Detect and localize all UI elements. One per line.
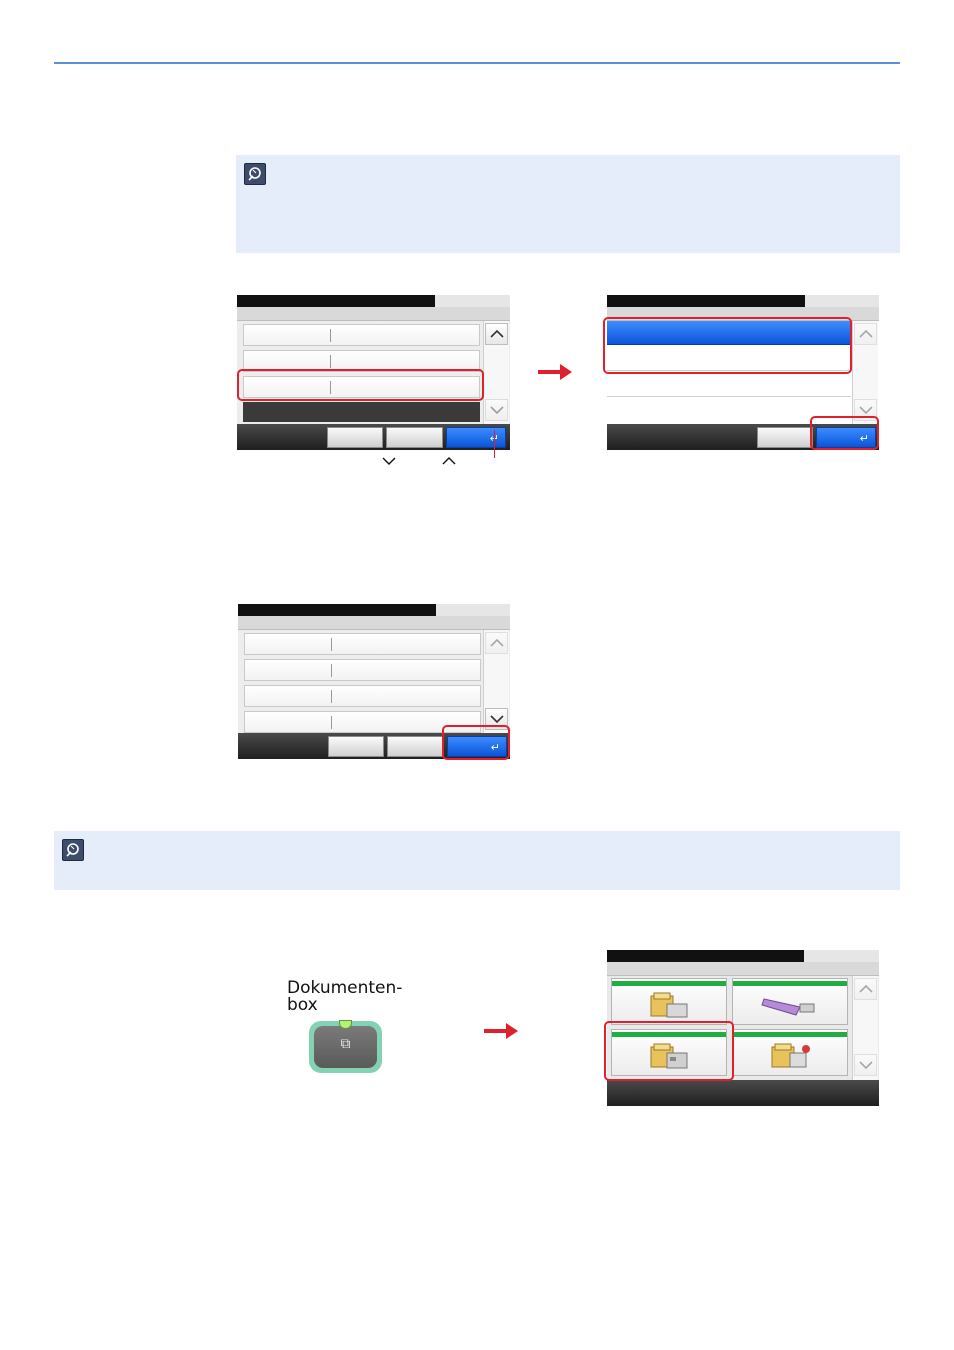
scrollbar[interactable] <box>852 976 878 1080</box>
footer-button[interactable] <box>328 736 384 757</box>
panel-title-bar <box>607 950 804 962</box>
document-box-key[interactable]: ⧉ <box>309 1020 382 1073</box>
highlight-fax-box-tile <box>604 1021 734 1081</box>
touch-panel-a: ↵ <box>237 295 510 450</box>
footer-button[interactable] <box>387 736 443 757</box>
chevron-down-icon[interactable] <box>854 1054 877 1076</box>
list-row[interactable] <box>243 350 480 372</box>
panel-list <box>237 321 510 424</box>
indicator-up-icon <box>441 453 457 471</box>
footer-button[interactable] <box>757 427 813 448</box>
tile-custom-box[interactable] <box>611 978 727 1025</box>
scrollbar[interactable] <box>852 321 878 424</box>
panel-list <box>238 630 510 733</box>
callout-line <box>494 430 495 458</box>
red-arrow <box>484 1023 518 1039</box>
lightbulb-note-icon <box>62 839 84 861</box>
list-row[interactable] <box>244 685 481 707</box>
option-selected[interactable] <box>607 321 851 345</box>
tile-usb-memory[interactable] <box>732 978 848 1025</box>
panel-footer <box>607 1080 879 1106</box>
list-row[interactable] <box>243 376 480 398</box>
panel-title-bar <box>238 604 436 616</box>
panel-header-strip <box>237 307 510 321</box>
panel-title-bar <box>607 295 805 307</box>
panel-footer: ↵ <box>607 424 879 450</box>
chevron-up-icon[interactable] <box>485 323 508 345</box>
panel-footer: ↵ <box>237 424 510 450</box>
job-box-icon <box>733 1039 847 1073</box>
note-box-1 <box>236 155 900 253</box>
custom-box-icon <box>612 988 726 1022</box>
chevron-down-icon[interactable] <box>485 708 508 730</box>
touch-panel-c: ↵ <box>238 604 510 759</box>
chevron-up-icon[interactable] <box>854 978 877 1000</box>
highlight-ok-button <box>810 416 879 450</box>
panel-header-strip <box>607 962 879 976</box>
document-box-icon: ⧉ <box>340 1035 351 1051</box>
chevron-up-icon[interactable] <box>854 323 877 345</box>
touch-panel-d <box>607 950 879 1106</box>
option-row[interactable] <box>607 372 851 397</box>
indicator-down-icon <box>381 453 397 471</box>
list-row[interactable] <box>244 711 481 733</box>
usb-memory-icon <box>733 988 847 1022</box>
hardware-key-label: Dokumenten- box <box>287 978 403 1015</box>
led-indicator <box>339 1020 352 1029</box>
tile-fax-box[interactable] <box>611 1029 727 1076</box>
panel-header-strip <box>238 616 510 630</box>
highlight-third-row <box>237 369 484 401</box>
highlight-options <box>603 317 852 374</box>
panel-title-bar <box>237 295 435 307</box>
fax-box-icon <box>612 1039 726 1073</box>
scrollbar[interactable] <box>483 630 509 733</box>
ok-button[interactable]: ↵ <box>816 427 876 448</box>
panel-footer: ↵ <box>238 733 510 759</box>
footer-button[interactable] <box>327 427 383 448</box>
tile-job-box[interactable] <box>732 1029 848 1076</box>
panel-tiles <box>607 976 879 1080</box>
list-row[interactable] <box>244 633 481 655</box>
list-row[interactable] <box>244 659 481 681</box>
ok-button[interactable]: ↵ <box>446 427 506 448</box>
ok-button[interactable]: ↵ <box>447 736 507 757</box>
chevron-down-icon[interactable] <box>854 399 877 421</box>
red-arrow <box>538 364 572 380</box>
chevron-up-icon[interactable] <box>485 632 508 654</box>
scrollbar[interactable] <box>483 321 509 424</box>
list-row-empty <box>243 402 480 422</box>
chevron-down-icon[interactable] <box>485 399 508 421</box>
list-row[interactable] <box>243 324 480 346</box>
highlight-ok-button <box>442 725 510 760</box>
footer-button[interactable] <box>386 427 443 448</box>
note-box-2 <box>54 831 900 890</box>
option-row[interactable] <box>607 346 851 371</box>
lightbulb-note-icon <box>244 163 266 185</box>
header-rule <box>54 62 900 64</box>
